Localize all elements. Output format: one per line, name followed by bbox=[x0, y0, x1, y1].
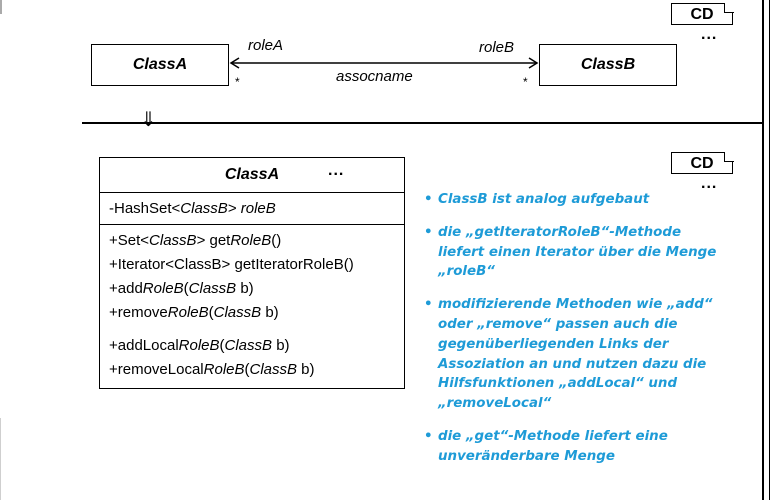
op-text: +Set< bbox=[109, 232, 150, 249]
operation-remove-local: +removeLocalRoleB(ClassB b) bbox=[109, 358, 404, 382]
op-text: ( bbox=[208, 304, 214, 321]
bullet-line: Hilfsfunktionen „addLocal“ und bbox=[438, 376, 678, 392]
operation-add-local: +addLocalRoleB(ClassB b) bbox=[109, 334, 404, 358]
class-box-classB: ClassB bbox=[539, 44, 677, 86]
op-text: b) bbox=[261, 304, 279, 321]
left-edge-mark bbox=[0, 418, 1, 500]
uml-class-header: ClassA ... bbox=[100, 158, 404, 193]
bullet-line: „removeLocal“ bbox=[438, 396, 552, 412]
operation-set: +Set<ClassB> getRoleB() bbox=[109, 229, 404, 253]
op-text: ( bbox=[219, 337, 225, 354]
explanation-bullets: • ClassB ist analog aufgebaut • die „get… bbox=[422, 190, 762, 480]
op-text: b) bbox=[236, 280, 254, 297]
operation-add: +addRoleB(ClassB b) bbox=[109, 277, 404, 301]
uml-operations: +Set<ClassB> getRoleB() +Iterator<ClassB… bbox=[100, 225, 404, 382]
bullet-item: • die „getIteratorRoleB“-Methode liefert… bbox=[422, 223, 762, 282]
op-text: +add bbox=[109, 280, 143, 297]
left-edge-mark bbox=[0, 0, 2, 14]
op-role: RoleB bbox=[230, 232, 272, 249]
op-text: > get bbox=[196, 232, 231, 249]
attr-text: -HashSet< bbox=[109, 200, 181, 217]
diagram-type-tag: CD bbox=[671, 151, 734, 174]
tag-fold-corner bbox=[723, 151, 734, 162]
tag-fold-corner bbox=[723, 2, 734, 13]
operation-spacer bbox=[109, 325, 404, 334]
bullet-line: Assoziation an und nutzen dazu die bbox=[438, 356, 707, 372]
op-type: ClassB bbox=[149, 232, 197, 249]
op-type: ClassB bbox=[213, 304, 262, 321]
bullet-line: „roleB“ bbox=[438, 264, 495, 280]
diagram-type-tag: CD bbox=[671, 2, 734, 25]
ellipsis-marker: ... bbox=[701, 26, 718, 43]
frame-right-border-inner bbox=[769, 0, 770, 500]
bullet-line: modifizierende Methoden wie „add“ bbox=[438, 297, 713, 313]
bullet-line: die „getIteratorRoleB“-Methode bbox=[438, 224, 682, 240]
op-type: ClassB bbox=[249, 361, 298, 378]
uml-class-classA: ClassA ... -HashSet<ClassB> roleB +Set<C… bbox=[99, 157, 405, 389]
op-role: RoleB bbox=[142, 280, 184, 297]
frame-right-border bbox=[762, 0, 764, 500]
bullet-icon: • bbox=[424, 192, 433, 207]
op-text: +addLocal bbox=[109, 337, 179, 354]
bullet-line: liefert einen Iterator über die Menge bbox=[438, 244, 717, 260]
uml-attributes: -HashSet<ClassB> roleB bbox=[100, 193, 404, 225]
class-name: ClassA bbox=[224, 166, 280, 183]
operation-remove: +removeRoleB(ClassB b) bbox=[109, 301, 404, 325]
association-line bbox=[229, 57, 539, 69]
op-text: b) bbox=[297, 361, 315, 378]
operation-iterator: +Iterator<ClassB> getIteratorRoleB() bbox=[109, 256, 354, 273]
transform-arrow-icon: ⇓ bbox=[140, 109, 157, 131]
op-text: +remove bbox=[109, 304, 168, 321]
attr-name: roleB bbox=[240, 200, 276, 217]
attr-type: ClassB bbox=[180, 200, 228, 217]
role-label-b: roleB bbox=[479, 39, 515, 56]
arrowhead-left bbox=[229, 57, 240, 69]
association-name: assocname bbox=[336, 68, 413, 85]
bullet-icon: • bbox=[424, 428, 433, 444]
role-label-a: roleA bbox=[248, 37, 284, 54]
bullet-icon: • bbox=[424, 224, 433, 240]
bullet-item: • die „get“-Methode liefert eine unverän… bbox=[422, 427, 762, 467]
op-type: ClassB bbox=[224, 337, 273, 354]
bullet-line: oder „remove“ passen auch die bbox=[438, 316, 678, 332]
op-type: ClassB bbox=[188, 280, 237, 297]
section-separator bbox=[82, 122, 763, 124]
op-role: RoleB bbox=[203, 361, 245, 378]
bullet-line: gegenüberliegenden Links der bbox=[438, 336, 669, 352]
ellipsis-marker: ... bbox=[328, 162, 345, 179]
bullet-item: • ClassB ist analog aufgebaut bbox=[422, 190, 762, 210]
multiplicity-right: * bbox=[523, 75, 528, 89]
op-role: RoleB bbox=[167, 304, 209, 321]
bullet-icon: • bbox=[424, 297, 433, 313]
bullet-line: ClassB ist analog aufgebaut bbox=[438, 192, 650, 207]
cd-tag-label: CD bbox=[690, 155, 714, 172]
op-text: +removeLocal bbox=[109, 361, 204, 378]
cd-tag-label: CD bbox=[690, 6, 714, 23]
ellipsis-marker: ... bbox=[701, 175, 718, 192]
bullet-line: die „get“-Methode liefert eine bbox=[438, 428, 668, 444]
op-role: RoleB bbox=[178, 337, 220, 354]
class-box-classA: ClassA bbox=[91, 44, 229, 86]
op-text: ( bbox=[183, 280, 189, 297]
class-name: ClassB bbox=[580, 56, 636, 73]
op-text: ( bbox=[244, 361, 250, 378]
bullet-line: unveränderbare Menge bbox=[438, 448, 615, 464]
op-text: b) bbox=[272, 337, 290, 354]
op-text: () bbox=[271, 232, 282, 249]
multiplicity-left: * bbox=[235, 75, 240, 89]
attr-text: > bbox=[227, 200, 241, 217]
attribute-line: -HashSet<ClassB> roleB bbox=[109, 200, 276, 217]
arrowhead-right bbox=[528, 57, 539, 69]
class-name: ClassA bbox=[132, 56, 188, 73]
bullet-item: • modifizierende Methoden wie „add“ oder… bbox=[422, 295, 762, 414]
